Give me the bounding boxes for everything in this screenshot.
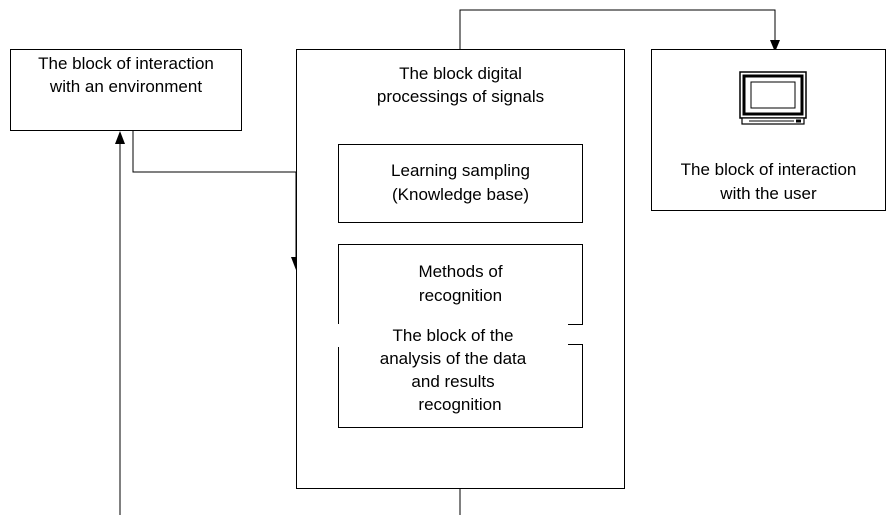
monitor-icon (739, 71, 807, 125)
arrowhead-environment (115, 131, 125, 144)
arrowhead-user (770, 40, 780, 52)
methods-label-line2: recognition (418, 286, 503, 305)
connector-environment-to-dsp (132, 131, 297, 262)
analysis-label-line3: and results (411, 372, 495, 391)
connector-dsp-to-user (459, 9, 776, 49)
analysis-label-line2: analysis of the data (379, 349, 527, 368)
environment-block-label-line2: with an environment (49, 77, 203, 96)
dsp-block-label-line1: The block digital (399, 64, 522, 83)
user-block-label-line2: with the user (720, 184, 817, 203)
user-block-label-line1: The block of interaction (680, 160, 857, 179)
learning-sampling-label-line1: Learning sampling (391, 161, 530, 180)
analysis-label-line4: recognition (418, 395, 502, 414)
environment-block (10, 49, 242, 131)
methods-label-line1: Methods of (418, 262, 503, 281)
learning-sampling-block (338, 144, 583, 223)
dsp-block-label-line2: processings of signals (376, 87, 545, 106)
learning-sampling-label-line2: (Knowledge base) (391, 185, 530, 204)
analysis-block (338, 344, 583, 428)
environment-block-label-line1: The block of interaction (38, 54, 214, 73)
methods-of-recognition-block (338, 244, 583, 325)
analysis-label-line1: The block of the (338, 324, 568, 347)
